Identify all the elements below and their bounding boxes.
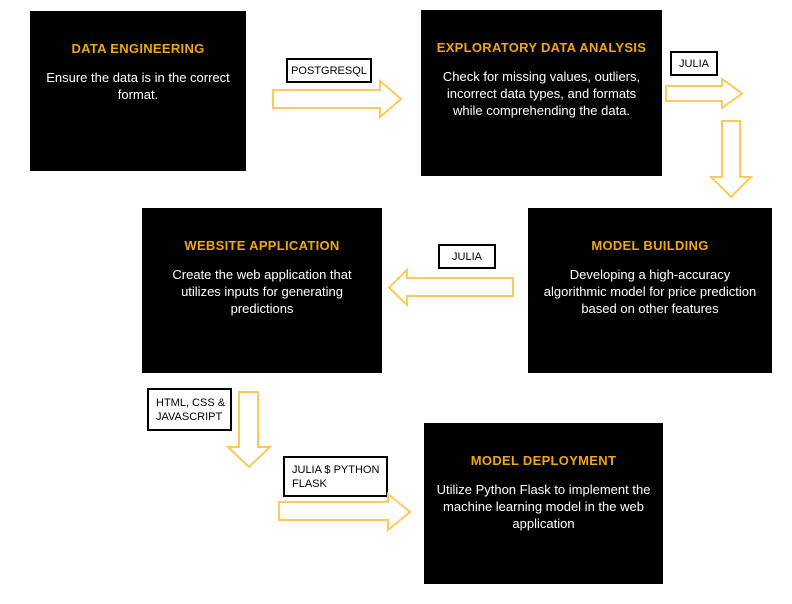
node-model-deployment: MODEL DEPLOYMENT Utilize Python Flask to… bbox=[424, 423, 663, 584]
node-body: Utilize Python Flask to implement the ma… bbox=[436, 482, 651, 531]
node-body: Create the web application that utilizes… bbox=[172, 267, 352, 316]
node-website-application: WEBSITE APPLICATION Create the web appli… bbox=[142, 208, 382, 373]
down-arrow-html-css-js-icon bbox=[225, 391, 273, 469]
connector-label-julia-top: JULIA bbox=[670, 51, 718, 76]
node-title: EXPLORATORY DATA ANALYSIS bbox=[436, 40, 647, 55]
connector-label-julia-mid: JULIA bbox=[438, 244, 496, 269]
node-data-engineering: DATA ENGINEERING Ensure the data is in t… bbox=[30, 11, 246, 171]
node-title: WEBSITE APPLICATION bbox=[184, 238, 340, 253]
node-title: MODEL BUILDING bbox=[591, 238, 709, 253]
right-arrow-postgresql-icon bbox=[272, 78, 403, 120]
node-exploratory-data-analysis: EXPLORATORY DATA ANALYSIS Check for miss… bbox=[421, 10, 662, 176]
connector-label-julia-python-flask: JULIA $ PYTHON FLASK bbox=[283, 456, 388, 497]
connector-label-postgresql: POSTGRESQL bbox=[286, 58, 372, 83]
node-title: DATA ENGINEERING bbox=[71, 41, 205, 56]
right-arrow-julia-top-icon bbox=[665, 77, 744, 110]
node-body: Check for missing values, outliers, inco… bbox=[442, 69, 641, 118]
connector-label-html-css-js: HTML, CSS & JAVASCRIPT bbox=[147, 388, 232, 431]
node-body: Ensure the data is in the correct format… bbox=[46, 70, 230, 102]
right-arrow-to-model-deployment-icon bbox=[278, 491, 412, 533]
node-body: Developing a high-accuracy algorithmic m… bbox=[543, 267, 757, 316]
left-arrow-julia-mid-icon bbox=[387, 267, 514, 308]
node-title: MODEL DEPLOYMENT bbox=[470, 453, 617, 468]
down-arrow-to-model-building-icon bbox=[708, 120, 754, 199]
node-model-building: MODEL BUILDING Developing a high-accurac… bbox=[528, 208, 772, 373]
